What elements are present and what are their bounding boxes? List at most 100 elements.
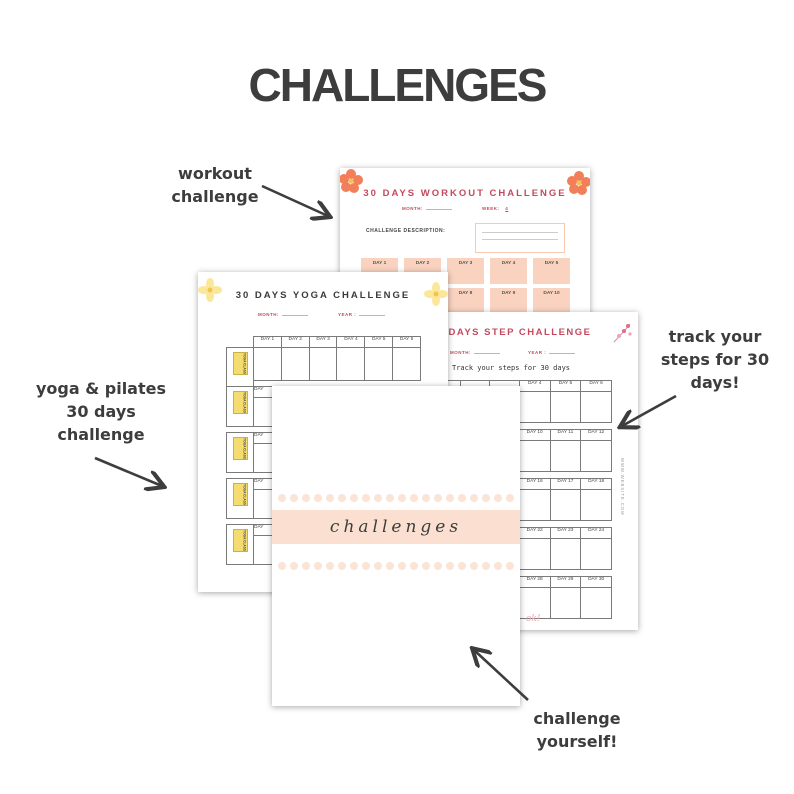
yoga-cell bbox=[308, 347, 338, 381]
workout-week: WEEK: 4 bbox=[482, 206, 512, 211]
yoga-page-title: 30 DAYS YOGA CHALLENGE bbox=[235, 290, 411, 301]
decor-dot bbox=[302, 494, 310, 502]
workout-day-cell: DAY 8 bbox=[447, 288, 484, 314]
arrow-icon bbox=[94, 456, 162, 486]
decor-dot bbox=[446, 494, 454, 502]
empty-cell bbox=[227, 337, 254, 348]
step-cell bbox=[549, 538, 582, 570]
step-cell bbox=[580, 391, 612, 423]
label-line: yourself! bbox=[536, 732, 618, 751]
label-line: workout bbox=[178, 164, 252, 183]
dot-row-top bbox=[272, 494, 520, 504]
flower-icon bbox=[340, 169, 363, 193]
challenge-description-label: CHALLENGE DESCRIPTION: bbox=[366, 228, 446, 234]
decor-dot bbox=[410, 494, 418, 502]
decor-dot bbox=[314, 562, 322, 570]
yoga-year: YEAR : bbox=[338, 312, 386, 317]
month-label: MONTH: bbox=[402, 206, 423, 211]
decor-dot bbox=[410, 562, 418, 570]
decor-dot bbox=[470, 494, 478, 502]
decor-dot bbox=[374, 494, 382, 502]
label-line: yoga & pilates bbox=[35, 379, 166, 398]
plumeria-icon bbox=[424, 282, 448, 306]
step-cell bbox=[518, 587, 551, 619]
decor-dot bbox=[434, 562, 442, 570]
yoga-cell bbox=[336, 347, 366, 381]
step-subtitle: Track your steps for 30 days bbox=[452, 364, 571, 372]
yoga-month: MONTH: bbox=[258, 312, 308, 317]
step-footer-script: ok! bbox=[526, 614, 541, 624]
flower-icon bbox=[567, 171, 590, 195]
yoga-chip-cell: YOGA CLASS bbox=[226, 347, 254, 387]
decor-dot bbox=[422, 562, 430, 570]
decor-dot bbox=[506, 494, 514, 502]
step-cell bbox=[518, 391, 551, 423]
workout-challenge-label: workout challenge bbox=[160, 162, 270, 208]
workout-day-cell: DAY 4 bbox=[490, 258, 527, 284]
step-cell bbox=[580, 440, 612, 472]
step-day-header: DAY 28 bbox=[518, 576, 551, 588]
step-day-header: DAY 18 bbox=[580, 478, 612, 490]
decor-dot bbox=[494, 494, 502, 502]
decor-dot bbox=[374, 562, 382, 570]
step-day-header: DAY 6 bbox=[580, 380, 612, 392]
decor-dot bbox=[278, 494, 286, 502]
yoga-class-chip: YOGA CLASS bbox=[232, 391, 248, 414]
step-day-header: DAY 10 bbox=[518, 429, 551, 441]
cover-script-title: challenges bbox=[329, 517, 463, 537]
step-cell bbox=[580, 587, 612, 619]
step-day-header: DAY 23 bbox=[549, 527, 582, 539]
yoga-class-chip: YOGA CLASS bbox=[232, 437, 248, 460]
yoga-day-header: DAY 6 bbox=[392, 336, 421, 348]
decor-dot bbox=[350, 562, 358, 570]
month-label: MONTH: bbox=[258, 312, 279, 317]
decor-dot bbox=[482, 494, 490, 502]
yoga-class-chip: YOGA CLASS bbox=[232, 529, 248, 552]
decor-dot bbox=[398, 562, 406, 570]
decor-dot bbox=[338, 562, 346, 570]
decor-dot bbox=[386, 494, 394, 502]
year-label: YEAR : bbox=[528, 350, 547, 355]
step-day-header: DAY 24 bbox=[580, 527, 612, 539]
decor-dot bbox=[350, 494, 358, 502]
yoga-class-chip: YOGA CLASS bbox=[232, 352, 248, 375]
yoga-day-header: DAY 1 bbox=[253, 336, 282, 348]
decor-dot bbox=[434, 494, 442, 502]
decor-dot bbox=[338, 494, 346, 502]
decor-dot bbox=[302, 562, 310, 570]
website-side-text: WWW.WEBSITE.COM bbox=[620, 458, 625, 516]
label-line: challenge bbox=[57, 425, 145, 444]
yoga-chip-cell: YOGA CLASS bbox=[226, 478, 254, 519]
step-day-header: DAY 12 bbox=[580, 429, 612, 441]
yoga-cell bbox=[364, 347, 394, 381]
label-line: steps for 30 bbox=[660, 350, 770, 369]
step-cell bbox=[580, 489, 612, 521]
workout-day-cell: DAY 3 bbox=[447, 258, 484, 284]
page-title: CHALLENGES bbox=[248, 59, 548, 111]
yoga-cell bbox=[392, 347, 421, 381]
label-line: 30 days bbox=[66, 402, 136, 421]
label-line: days! bbox=[690, 373, 740, 392]
step-day-header: DAY 11 bbox=[549, 429, 582, 441]
decor-dot bbox=[278, 562, 286, 570]
arrow-icon bbox=[261, 184, 328, 216]
yoga-chip-cell: YOGA CLASS bbox=[226, 386, 254, 427]
yoga-chip-cell: YOGA CLASS bbox=[226, 524, 254, 565]
workout-day-cell: DAY 9 bbox=[490, 288, 527, 314]
step-day-header: DAY 29 bbox=[549, 576, 582, 588]
plumeria-icon bbox=[198, 278, 222, 302]
step-month: MONTH: bbox=[450, 350, 500, 355]
decor-dot bbox=[314, 494, 322, 502]
decor-dot bbox=[458, 562, 466, 570]
decor-dot bbox=[326, 562, 334, 570]
year-label: YEAR : bbox=[338, 312, 357, 317]
decor-dot bbox=[422, 494, 430, 502]
step-day-header: DAY 4 bbox=[518, 380, 551, 392]
decor-dot bbox=[398, 494, 406, 502]
week-value: 4 bbox=[505, 206, 509, 211]
workout-page-title: 30 DAYS WORKOUT CHALLENGE bbox=[363, 188, 567, 199]
label-line: challenge bbox=[171, 187, 259, 206]
